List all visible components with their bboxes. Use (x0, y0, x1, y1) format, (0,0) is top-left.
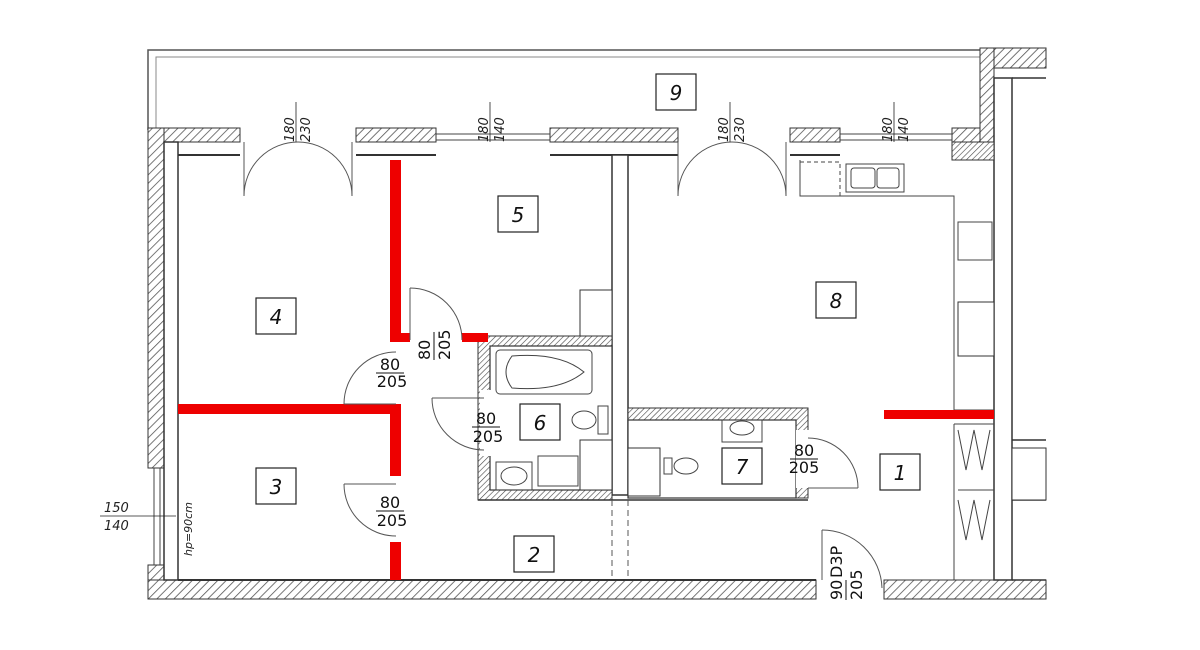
svg-text:205: 205 (789, 458, 820, 477)
svg-text:180: 180 (717, 117, 732, 142)
svg-text:7: 7 (736, 455, 749, 479)
svg-text:80: 80 (380, 493, 400, 512)
window-dim-4: 180 140 (881, 102, 912, 142)
room-labels: 9 5 4 8 6 7 1 3 (255, 73, 921, 573)
svg-text:3: 3 (270, 475, 283, 499)
room-5-label: 5 (497, 195, 539, 233)
svg-text:230: 230 (733, 117, 748, 142)
svg-text:4: 4 (270, 305, 283, 329)
fixtures (495, 161, 994, 541)
door-dim-7: 80 205 (789, 441, 820, 477)
svg-text:6: 6 (534, 411, 547, 435)
window-dim-2: 180 140 (477, 102, 508, 142)
svg-text:140: 140 (104, 519, 129, 534)
svg-text:205: 205 (847, 569, 866, 600)
door-dim-6: 80 205 (472, 409, 503, 446)
svg-text:8: 8 (830, 289, 843, 313)
door-dim-5: 80 205 (415, 329, 454, 360)
window-dimensions: 180 230 180 140 180 230 180 140 150 140 … (100, 102, 912, 556)
svg-text:D3P: D3P (827, 546, 846, 579)
interior-walls (477, 154, 994, 580)
svg-text:150: 150 (104, 501, 129, 516)
svg-text:2: 2 (528, 543, 541, 567)
room-2-label: 2 (513, 535, 555, 573)
room-1-label: 1 (879, 453, 921, 491)
svg-text:140: 140 (897, 117, 912, 142)
svg-text:80: 80 (415, 340, 434, 360)
svg-text:90: 90 (827, 580, 846, 600)
door-dimensions: 80 205 80 205 80 205 80 205 80 205 90 D3… (376, 329, 866, 600)
svg-text:205: 205 (435, 329, 454, 360)
svg-text:230: 230 (299, 117, 314, 142)
svg-text:80: 80 (794, 441, 814, 460)
svg-text:80: 80 (380, 355, 400, 374)
doors (243, 141, 883, 589)
svg-text:80: 80 (476, 409, 496, 428)
svg-text:9: 9 (670, 81, 683, 105)
svg-text:205: 205 (377, 372, 408, 391)
room-8-label: 8 (815, 281, 857, 319)
door-dim-entrance: 90 D3P 205 (827, 546, 866, 600)
door-dim-3: 80 205 (376, 493, 407, 530)
window-dim-1: 180 230 (283, 102, 314, 142)
svg-text:1: 1 (894, 461, 907, 485)
room-7-label: 7 (721, 447, 763, 485)
room-4-label: 4 (255, 297, 297, 335)
svg-text:180: 180 (881, 117, 896, 142)
radiators (579, 289, 1047, 501)
svg-text:205: 205 (473, 427, 504, 446)
svg-text:5: 5 (512, 203, 525, 227)
red-walls (178, 160, 994, 580)
window-dim-3: 180 230 (717, 102, 748, 142)
window-dim-left: 150 140 hp=90cm (100, 501, 195, 556)
svg-text:180: 180 (477, 117, 492, 142)
door-dim-4: 80 205 (376, 355, 407, 391)
svg-text:hp=90cm: hp=90cm (182, 502, 195, 556)
svg-text:140: 140 (493, 117, 508, 142)
svg-text:180: 180 (283, 117, 298, 142)
room-9-label: 9 (655, 73, 697, 111)
room-6-label: 6 (519, 403, 561, 441)
room-3-label: 3 (255, 467, 297, 505)
svg-text:205: 205 (377, 511, 408, 530)
windows (153, 133, 952, 565)
